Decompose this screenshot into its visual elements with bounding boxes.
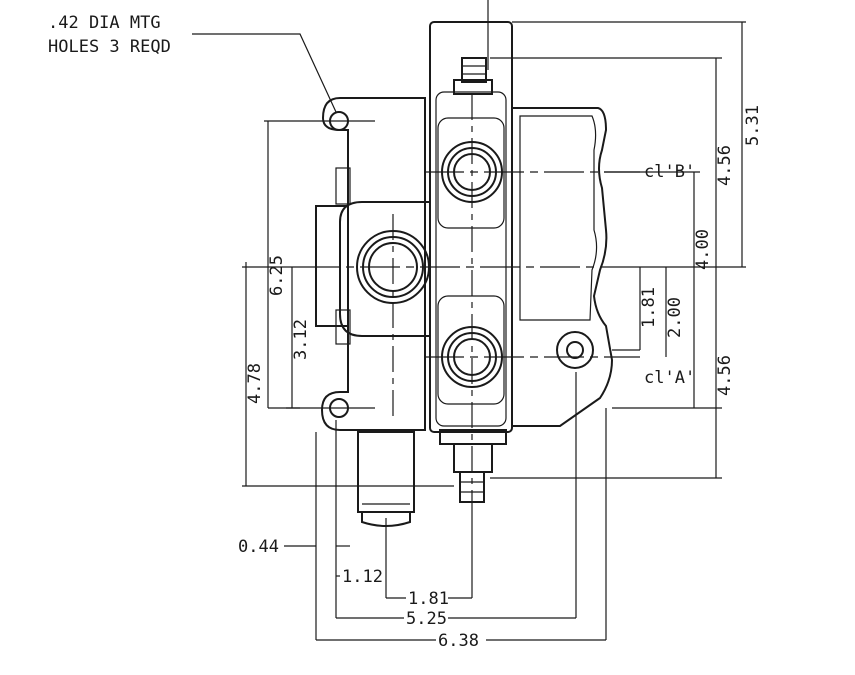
mounting-bracket [315,97,426,431]
dim-4-00: 4.00 [693,229,713,270]
center-lines [300,0,640,500]
left-dimensions [242,120,454,487]
dim-5-25: 5.25 [406,609,447,629]
dim-1-81-right: 1.81 [639,287,659,328]
bottom-dimensions [284,372,607,641]
mounting-hole-right [556,331,594,369]
port-a-label: cl'A' [644,368,695,388]
side-cover [512,107,614,427]
top-fitting [461,57,487,83]
inlet-housing [339,201,431,337]
note-line-1: .42 DIA MTG [48,13,161,33]
dim-6-38: 6.38 [438,631,479,651]
dim-3-12: 3.12 [291,319,311,360]
dim-4-78: 4.78 [245,363,265,404]
dim-0-44: 0.44 [238,537,279,557]
note-leader [192,33,337,113]
dim-6-25: 6.25 [267,255,287,296]
spool-stem [357,431,415,527]
right-dimensions [490,21,746,479]
dim-4-56-top: 4.56 [715,145,735,186]
dim-2-00: 2.00 [665,297,685,338]
dim-1-12: 1.12 [342,567,383,587]
dim-4-56-bottom: 4.56 [715,355,735,396]
note-line-2: HOLES 3 REQD [48,37,171,57]
valve-body [429,21,513,503]
dim-1-81-bottom: 1.81 [408,589,449,609]
bracket-pad [315,205,349,327]
dim-5-31: 5.31 [743,105,763,146]
